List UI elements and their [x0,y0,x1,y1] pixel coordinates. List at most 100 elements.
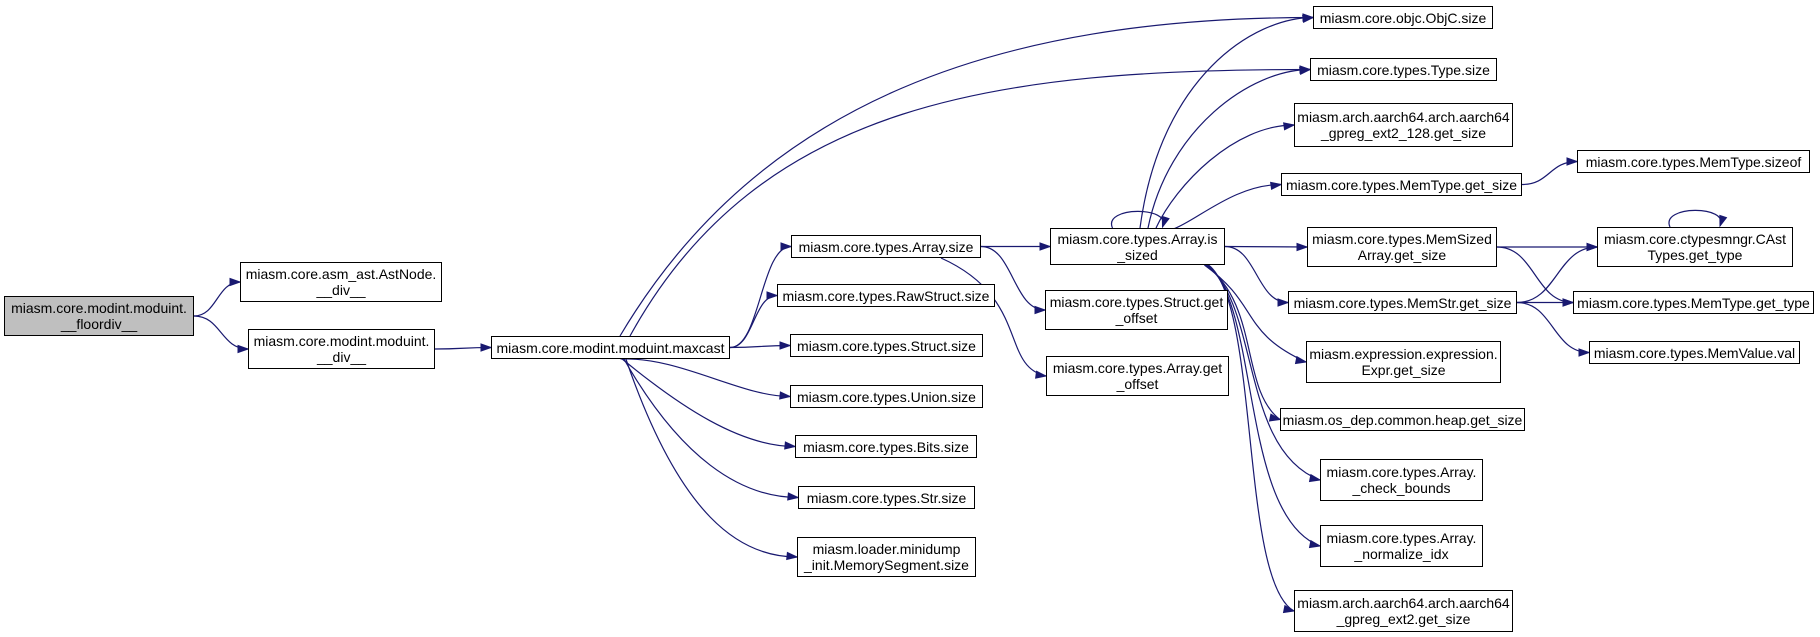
node-expr-get-size[interactable]: miasm.expression.expression.Expr.get_siz… [1306,341,1501,383]
edge-array-is-sized-to-type-size [1147,68,1311,229]
node-memtype-get-size[interactable]: miasm.core.types.MemType.get_size [1281,173,1522,196]
edge-array-is-sized-to-expr-get-size [1204,264,1307,363]
node-label-line: miasm.core.types.RawStruct.size [782,287,990,304]
arrowhead [229,277,242,287]
node-array-is-sized[interactable]: miasm.core.types.Array.is_sized [1050,228,1225,265]
node-heap-get-size[interactable]: miasm.os_dep.common.heap.get_size [1280,408,1525,431]
node-moduint-div[interactable]: miasm.core.modint.moduint.__div__ [248,329,435,369]
node-label-line: _gpreg_ext2_128.get_size [1320,125,1487,141]
node-rawstruct-size[interactable]: miasm.core.types.RawStruct.size [777,284,995,307]
node-memstr-get-size[interactable]: miasm.core.types.MemStr.get_size [1288,291,1517,314]
node-label-line: miasm.core.types.Str.size [806,489,967,506]
node-astnode-div[interactable]: miasm.core.asm_ast.AstNode.__div__ [240,262,442,302]
node-label-line: miasm.core.asm_ast.AstNode. [245,266,437,282]
node-label-line: miasm.core.types.MemStr.get_size [1293,294,1512,311]
node-objc-size[interactable]: miasm.core.objc.ObjC.size [1313,6,1493,29]
node-label-line: _offset [1116,376,1159,392]
arrowhead [779,341,792,350]
edge-array-is-sized-to-heap-get-size [1204,264,1281,420]
arrowhead [786,551,799,561]
arrowhead [766,291,779,300]
node-label-line: miasm.core.types.Union.size [797,388,976,405]
node-struct-size[interactable]: miasm.core.types.Struct.size [790,334,983,357]
arrowhead [1035,370,1048,379]
node-label-line: _normalize_idx [1354,546,1449,562]
node-label-line: _init.MemorySegment.size [804,557,969,573]
edge-array-is-sized-to-memstr-get-size [1224,245,1289,304]
node-label-line: _gpreg_ext2.get_size [1336,611,1471,627]
edge-array-is-sized-to-memsized-get-size [1224,245,1308,248]
arrowhead [1308,539,1322,549]
arrowhead [1299,66,1312,76]
node-label-line: Types.get_type [1647,247,1743,263]
node-label-line: miasm.core.types.Array.size [798,238,974,255]
node-root: miasm.core.modint.moduint.__floordiv__ [4,296,194,336]
arrowhead [1282,604,1296,614]
node-label-line: miasm.core.types.MemType.get_size [1285,176,1518,193]
node-label-line: miasm.core.types.MemType.get_type [1577,294,1810,311]
node-maxcast[interactable]: miasm.core.modint.moduint.maxcast [491,336,730,359]
node-check-bounds[interactable]: miasm.core.types.Array._check_bounds [1320,459,1483,501]
node-label-line: __div__ [316,282,366,298]
node-memtype-get-type[interactable]: miasm.core.types.MemType.get_type [1573,291,1814,314]
node-aarch64-ext2[interactable]: miasm.arch.aarch64.arch.aarch64_gpreg_ex… [1294,590,1513,632]
edge-memstr-get-size-to-memvalue-val [1516,301,1590,354]
edge-array-is-sized-to-aarch64-ext2-128 [1155,124,1295,229]
arrowhead [1270,181,1283,191]
node-array-size[interactable]: miasm.core.types.Array.size [791,235,981,258]
arrowhead [1296,242,1309,252]
node-label-line: miasm.core.types.Array. [1326,530,1477,546]
node-label-line: miasm.core.types.Array.is [1057,230,1218,247]
node-memseg-size[interactable]: miasm.loader.minidump_init.MemorySegment… [797,537,976,577]
node-union-size[interactable]: miasm.core.types.Union.size [790,385,983,408]
node-label-line: Expr.get_size [1361,362,1446,378]
arrowhead [1277,298,1290,307]
edge-ctypes-get-type-to-ctypes-get-type [1668,209,1722,228]
edge-memtype-get-size-to-memtype-sizeof [1521,160,1578,186]
node-label-line: miasm.expression.expression. [1309,346,1498,362]
edge-array-is-sized-to-objc-size [1139,16,1314,229]
arrowhead [1302,14,1315,24]
node-label-line: miasm.core.modint.moduint. [253,333,430,349]
node-memvalue-val[interactable]: miasm.core.types.MemValue.val [1589,341,1800,364]
node-normalize-idx[interactable]: miasm.core.types.Array._normalize_idx [1320,525,1483,567]
node-label-line: miasm.core.types.Struct.get [1049,294,1224,310]
arrowhead [1034,305,1047,315]
arrowhead [1283,122,1296,131]
arrowhead [1586,242,1599,252]
edge-maxcast-to-type-size [629,68,1311,337]
edge-root-to-moduint-div [193,315,249,350]
node-struct-get-offset[interactable]: miasm.core.types.Struct.get_offset [1045,290,1228,330]
node-label-line: __div__ [316,349,367,365]
arrowhead [1039,242,1052,251]
node-label-line: miasm.core.types.MemSized [1312,231,1492,247]
node-label-line: miasm.core.types.Array.get [1052,360,1223,376]
node-bits-size[interactable]: miasm.core.types.Bits.size [795,435,977,458]
edge-maxcast-to-union-size [620,358,791,398]
edge-root-to-astnode-div [193,281,241,317]
node-type-size[interactable]: miasm.core.types.Type.size [1310,58,1497,81]
arrowhead [779,391,792,400]
node-str-size[interactable]: miasm.core.types.Str.size [798,486,975,509]
node-memtype-sizeof[interactable]: miasm.core.types.MemType.sizeof [1577,150,1810,173]
edge-maxcast-to-bits-size [621,358,796,448]
edge-maxcast-to-memseg-size [625,358,798,558]
edge-maxcast-to-objc-size [619,16,1314,337]
arrowhead [1578,348,1591,357]
edge-maxcast-to-str-size [623,358,799,499]
node-label-line: miasm.core.types.MemValue.val [1593,344,1796,361]
node-label-line: miasm.arch.aarch64.arch.aarch64 [1297,109,1510,125]
node-aarch64-ext2-128[interactable]: miasm.arch.aarch64.arch.aarch64_gpreg_ex… [1294,103,1513,147]
node-array-get-offset[interactable]: miasm.core.types.Array.get_offset [1046,356,1229,396]
arrowhead [1294,355,1308,365]
node-label-line: miasm.core.ctypesmngr.CAst [1603,231,1787,247]
node-label-line: _sized [1117,246,1158,263]
node-label-line: __floordiv__ [60,316,138,332]
arrowhead [784,441,797,450]
node-label-line: miasm.core.objc.ObjC.size [1319,9,1487,26]
edge-array-is-sized-to-memtype-get-size [1155,183,1282,232]
node-label-line: miasm.core.modint.moduint. [11,300,187,316]
